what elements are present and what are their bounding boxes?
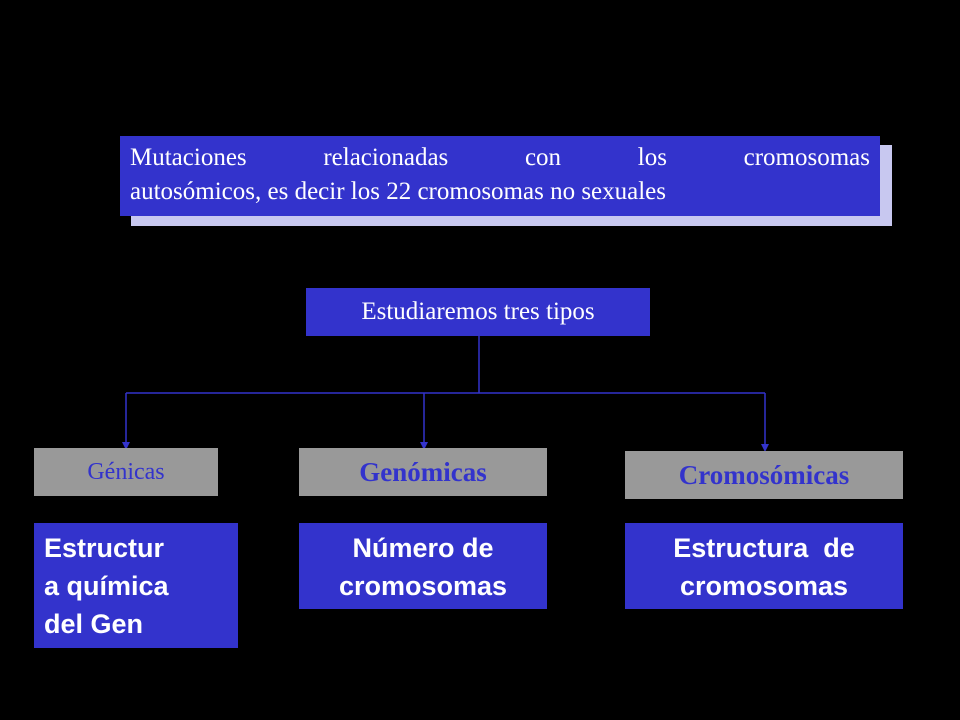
category-genomicas: Genómicas xyxy=(299,448,547,496)
description-cromosomicas-line: cromosomas xyxy=(679,571,849,601)
description-genicas: Estructur a química del Gen xyxy=(34,523,238,648)
definition-line-1: Mutaciones relacionadas con los cromosom… xyxy=(130,144,870,171)
description-cromosomicas: Estructura de cromosomas xyxy=(625,523,903,609)
description-genomicas: Número de cromosomas xyxy=(299,523,547,609)
description-genicas-line: Estructur xyxy=(44,533,165,563)
category-genicas-label: Génicas xyxy=(87,458,165,485)
description-cromosomicas-line: Estructura de xyxy=(673,533,855,563)
category-genomicas-label: Genómicas xyxy=(359,456,487,487)
category-cromosomicas: Cromosómicas xyxy=(625,451,903,499)
center-node: Estudiaremos tres tipos xyxy=(306,288,650,336)
description-genomicas-line: Número de xyxy=(352,533,494,563)
description-genicas-line: a química xyxy=(44,571,169,601)
description-genomicas-line: cromosomas xyxy=(338,571,508,601)
center-node-label: Estudiaremos tres tipos xyxy=(361,298,595,325)
definition-line-2: autosómicos, es decir los 22 cromosomas … xyxy=(130,178,667,205)
category-cromosomicas-label: Cromosómicas xyxy=(678,459,850,490)
description-genicas-line: del Gen xyxy=(44,609,144,639)
category-genicas: Génicas xyxy=(34,448,218,496)
definition-box: Mutaciones relacionadas con los cromosom… xyxy=(120,136,880,216)
